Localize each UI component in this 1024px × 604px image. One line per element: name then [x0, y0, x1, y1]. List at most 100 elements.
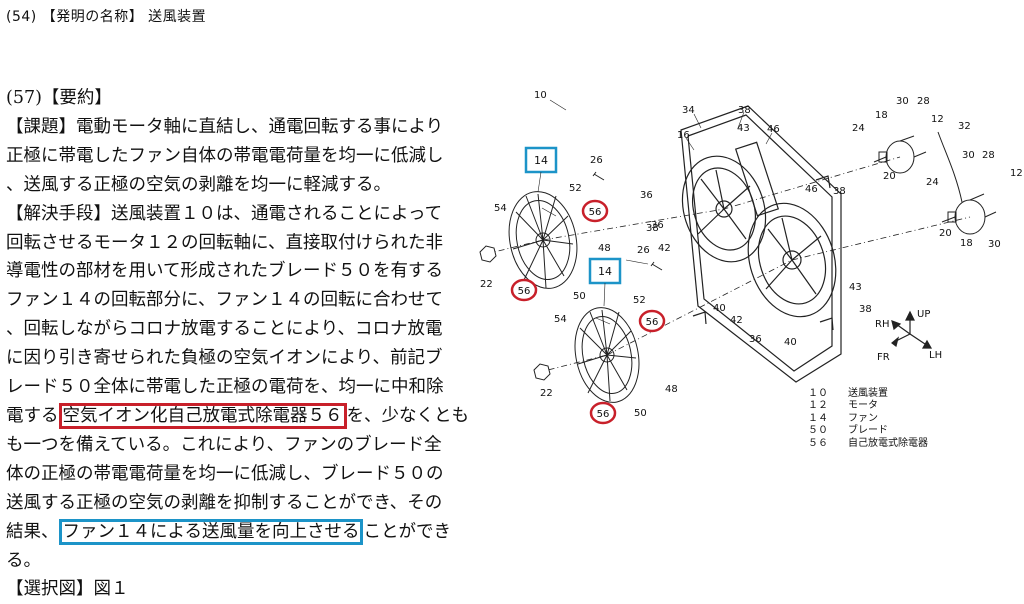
invention-title: (54) 【発明の名称】 送風装置 — [6, 9, 207, 25]
ref-label: 54 — [554, 314, 567, 325]
ref-label: 30 — [896, 96, 909, 107]
fan-14-callouts: 14 14 — [524, 146, 622, 307]
ref-label: 12 — [931, 114, 944, 125]
abstract-line: 正極に帯電したファン自体の帯電電荷量を均一に低減し — [6, 145, 444, 166]
legend-row: ５６ 自己放電式除電器 — [808, 438, 928, 450]
ref-label: 43 — [849, 282, 862, 293]
axis-label-fr: FR — [877, 352, 890, 363]
highlight-red-box: 空気イオン化自己放電式除電器５６ — [58, 402, 347, 429]
ref-label: 20 — [883, 171, 896, 182]
abstract-text-span: 結果、 — [6, 521, 59, 542]
ref-label: 43 — [737, 123, 750, 134]
motor-upper — [873, 135, 927, 174]
axis-label-rh: RH — [875, 319, 889, 330]
abstract-line: ファン１４の回転部分に、ファン１４の回転に合わせて — [6, 290, 443, 311]
abstract-line: 、回転しながらコロナ放電することにより、コロナ放電 — [6, 319, 443, 340]
ref-label: 40 — [784, 337, 797, 348]
ref-label: 30 — [962, 150, 975, 161]
abstract-line: 、送風する正極の空気の剥離を均一に軽減する。 — [6, 174, 391, 195]
exploded-view-drawing: 10 34 38 16 43 46 30 28 18 12 24 32 20 3… — [479, 90, 1023, 425]
ref-label: 50 — [573, 291, 586, 302]
fan-shroud — [680, 105, 842, 383]
abstract-line: レード５０全体に帯電した正極の電荷を、均一に中和除 — [6, 377, 444, 398]
ref-label: 24 — [926, 177, 939, 188]
highlight-blue-box: ファン１４による送風量を向上させる — [58, 518, 364, 545]
ref-label: 52 — [569, 183, 582, 194]
abstract-line: る。 — [6, 550, 41, 571]
boxed-label: 14 — [598, 265, 612, 278]
abstract-line: に因り引き寄せられた負極の空気イオンにより、前記ブ — [6, 348, 443, 369]
boxed-label: 14 — [534, 154, 548, 167]
abstract-line: も一つを備えている。これにより、ファンのブレード全 — [6, 434, 442, 455]
ref-label: 26 — [590, 155, 603, 166]
patent-drawing: 10 34 38 16 43 46 30 28 18 12 24 32 20 3… — [476, 84, 1024, 434]
abstract-line: (57)【要約】 — [6, 88, 112, 108]
abstract-line: 回転させるモータ１２の回転軸に、直接取付けられた非 — [6, 232, 443, 253]
ref-label: 38 — [859, 304, 872, 315]
axis-label-lh: LH — [929, 350, 942, 361]
ref-label: 28 — [982, 150, 995, 161]
abstract-line: 【解決手段】送風装置１０は、通電されることによって — [6, 203, 443, 224]
abstract-text-span: を、少なくとも — [346, 405, 470, 426]
legend-row: １０ 送風装置 — [808, 388, 928, 400]
ref-label: 30 — [988, 239, 1001, 250]
ref-label: 36 — [749, 334, 762, 345]
ref-label: 22 — [480, 279, 493, 290]
legend-number: １２ — [808, 400, 828, 412]
ref-label: 26 — [637, 245, 650, 256]
reference-labels: 10 34 38 16 43 46 30 28 18 12 24 32 20 3… — [480, 90, 1023, 419]
leader-lines — [541, 99, 773, 325]
circled-label: 56 — [646, 317, 659, 328]
fasteners — [479, 171, 663, 381]
ref-label: 46 — [805, 184, 818, 195]
abstract-text-span: ことができ — [363, 521, 451, 542]
abstract-line: 導電性の部材を用いて形成されたブレード５０を有する — [6, 261, 443, 282]
circled-label: 56 — [518, 286, 531, 297]
selected-figure-line: 【選択図】図１ — [6, 579, 129, 600]
abstract-line: 体の正極の帯電電荷量を均一に低減し、ブレード５０の — [6, 463, 444, 484]
ref-label: 38 — [833, 186, 846, 197]
axis-label-up: UP — [917, 309, 930, 320]
abstract-line: 結果、ファン１４による送風量を向上させることができ — [6, 518, 462, 547]
motor-wire — [937, 131, 963, 203]
ref-label: 52 — [633, 295, 646, 306]
legend-name: ブレード — [848, 425, 888, 437]
abstract-text: (57)【要約】 【課題】電動モータ軸に直結し、通電回転する事により 正極に帯電… — [6, 84, 469, 604]
ref-label: 42 — [658, 243, 671, 254]
ref-label: 12 — [1010, 168, 1023, 179]
ref-label: 50 — [634, 408, 647, 419]
legend-name: ファン — [848, 412, 878, 424]
ref-label: 38 — [738, 105, 751, 116]
ref-label: 48 — [665, 384, 678, 395]
ref-label: 18 — [960, 238, 973, 249]
legend-number: ５６ — [808, 437, 828, 449]
ref-label: 28 — [917, 96, 930, 107]
legend-number: １４ — [808, 412, 828, 424]
ref-label: 18 — [875, 110, 888, 121]
ref-label: 46 — [767, 124, 780, 135]
legend-number: １０ — [808, 388, 828, 399]
ref-label: 48 — [598, 243, 611, 254]
ref-label: 42 — [730, 315, 743, 326]
ref-label: 16 — [677, 130, 690, 141]
ref-label: 40 — [713, 303, 726, 314]
discharger-56-callouts: 56 56 56 56 — [510, 199, 666, 425]
ref-label: 54 — [494, 203, 507, 214]
ref-label: 34 — [682, 105, 695, 116]
legend-name: 自己放電式除電器 — [848, 437, 928, 449]
abstract-line: 【課題】電動モータ軸に直結し、通電回転する事により — [6, 116, 444, 137]
direction-axes: UP RH FR LH — [875, 309, 942, 363]
legend-name: 送風装置 — [848, 388, 888, 399]
circled-label: 56 — [597, 409, 610, 420]
ref-label: 20 — [939, 228, 952, 239]
ref-label: 10 — [534, 90, 547, 101]
ref-label: 24 — [852, 123, 865, 134]
ref-label: 38 — [646, 223, 659, 234]
ref-label: 32 — [958, 121, 971, 132]
legend-number: ５０ — [808, 425, 828, 437]
ref-label: 22 — [540, 388, 553, 399]
legend-row: １４ ファン — [808, 413, 928, 425]
